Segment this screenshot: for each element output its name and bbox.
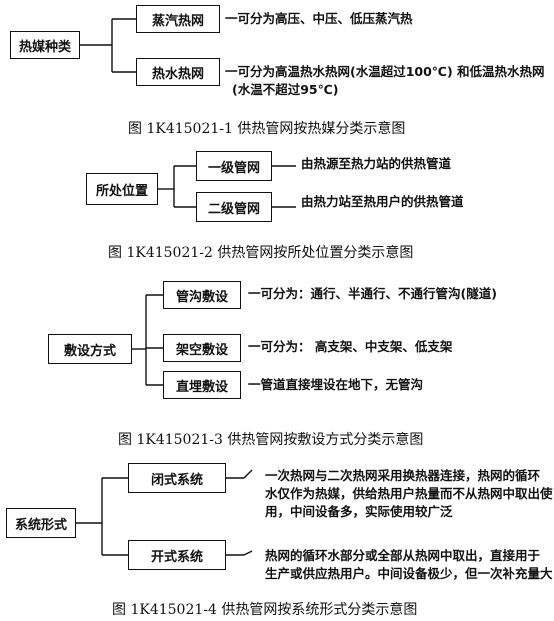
node-secondary-network: 二级管网: [196, 192, 272, 222]
desc-overhead-laying: 一可分为： 高支架、中支架、低支架: [248, 339, 453, 354]
node-hot-water-network: 热水热网: [136, 58, 220, 86]
desc-closed-line2: 水仅作为热媒，供给热用户热量而不从热网中取出使: [265, 486, 553, 501]
desc-closed-line1: 一次热网与二次热网采用换热器连接，热网的循环: [265, 468, 541, 483]
desc-open-line2: 生产或供应热用户。中间设备极少，但一次补充量大: [265, 566, 553, 581]
desc-closed-line3: 用，中间设备多，实际使用较广泛: [265, 504, 453, 519]
root-heat-medium: 热媒种类: [10, 31, 80, 59]
node-steam-network: 蒸汽热网: [136, 5, 220, 33]
node-trench-laying: 管沟敷设: [163, 281, 241, 309]
root-system-form: 系统形式: [6, 508, 76, 538]
caption-2: 图 1K415021-2 供热管网按所处位置分类示意图: [108, 245, 414, 261]
desc-steam-network: 一可分为高压、中压、低压蒸汽热: [225, 11, 413, 26]
desc-primary-network: 由热源至热力站的供热管道: [301, 156, 452, 171]
desc-hot-water-line2: (水温不超过95℃): [232, 82, 339, 97]
node-open-system: 开式系统: [128, 540, 226, 570]
node-closed-system: 闭式系统: [128, 463, 226, 493]
caption-3: 图 1K415021-3 供热管网按敷设方式分类示意图: [118, 432, 424, 448]
desc-direct-burial: 一管道直接埋设在地下，无管沟: [248, 377, 424, 392]
node-primary-network: 一级管网: [196, 151, 272, 181]
desc-hot-water-line1: 一可分为高温热水热网(水温超过100℃) 和低温热水热网: [225, 64, 545, 79]
connector-4-desc-2-tick: [243, 550, 253, 556]
connector-4-desc-1-tick: [243, 469, 253, 479]
caption-1: 图 1K415021-1 供热管网按热媒分类示意图: [128, 121, 406, 137]
node-direct-burial: 直埋敷设: [163, 371, 241, 399]
caption-4: 图 1K415021-4 供热管网按系统形式分类示意图: [112, 602, 418, 618]
desc-trench-laying: 一可分为：通行、半通行、不通行管沟(隧道): [248, 286, 497, 301]
desc-open-line1: 热网的循环水部分或全部从热网中取出，直接用于: [265, 548, 541, 563]
node-overhead-laying: 架空敷设: [163, 334, 241, 362]
desc-secondary-network: 由热力站至热用户的供热管道: [301, 194, 464, 209]
root-laying-method: 敷设方式: [48, 334, 132, 364]
root-location: 所处位置: [86, 173, 158, 205]
